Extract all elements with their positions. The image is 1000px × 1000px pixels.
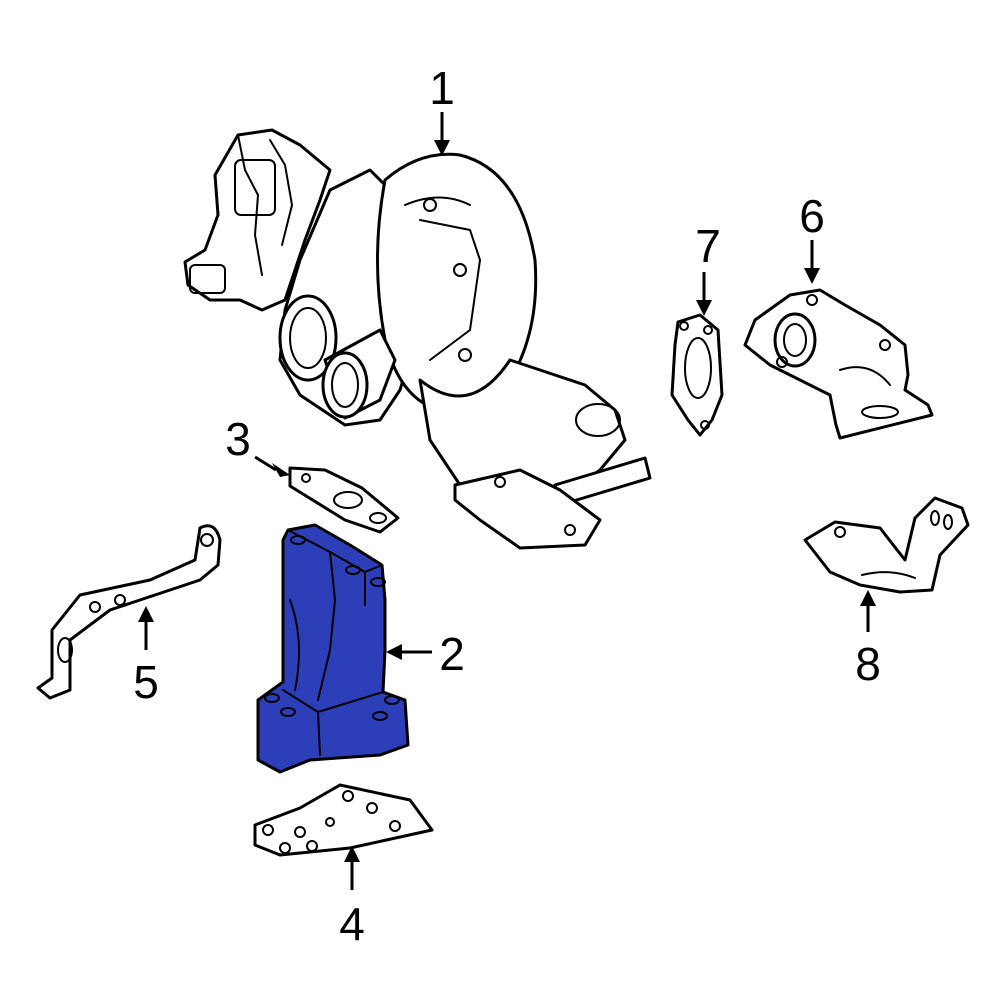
callout-7: 7 [695,220,721,272]
part-4-gasket[interactable] [253,783,434,857]
callout-5: 5 [133,656,159,708]
callout-2: 2 [439,628,465,680]
callout-3: 3 [225,413,251,465]
callout-labels: 1 2 3 4 5 6 7 8 [133,62,881,950]
callout-1: 1 [429,62,455,114]
callout-8: 8 [855,638,881,690]
callout-4: 4 [339,898,365,950]
arrow-3 [254,455,277,472]
part-8-bracket[interactable] [803,496,970,594]
part-2-bracket[interactable] [256,523,410,774]
part-1-turbocharger[interactable] [183,128,652,550]
callout-6: 6 [799,190,825,242]
part-3-gasket[interactable] [288,466,400,534]
part-7-gasket[interactable] [670,313,724,437]
callout-arrows [138,112,876,890]
part-5-bracket[interactable] [36,524,222,700]
part-6-elbow[interactable] [743,288,934,440]
